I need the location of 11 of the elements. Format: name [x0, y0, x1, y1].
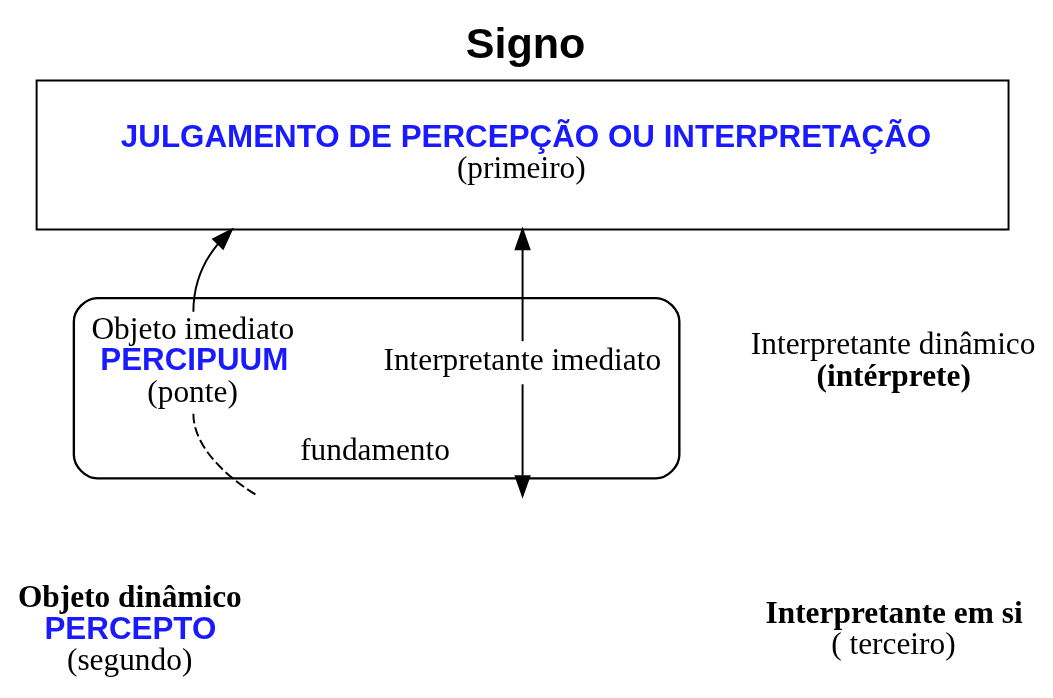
arrow: [514, 226, 531, 343]
connector: [192, 412, 259, 497]
node-text: Objeto dinâmico PERCEPTO (segundo): [18, 579, 242, 677]
node-box: JULGAMENTO DE PERCEPÇÃO OU INTERPRETAÇÃO (primeiro): [35, 79, 1010, 231]
arrow: [192, 227, 234, 313]
arrow: [514, 383, 531, 499]
node-text: Interpretante dinâmico (intérprete): [750, 326, 1036, 393]
diagram-title: Signo: [465, 19, 586, 68]
node-text: Objeto imediato PERCIPUUM (ponte): [91, 310, 295, 409]
node-text: Interpretante imediato: [383, 342, 662, 378]
node-text: Interpretante em si ( terceiro): [765, 594, 1023, 662]
